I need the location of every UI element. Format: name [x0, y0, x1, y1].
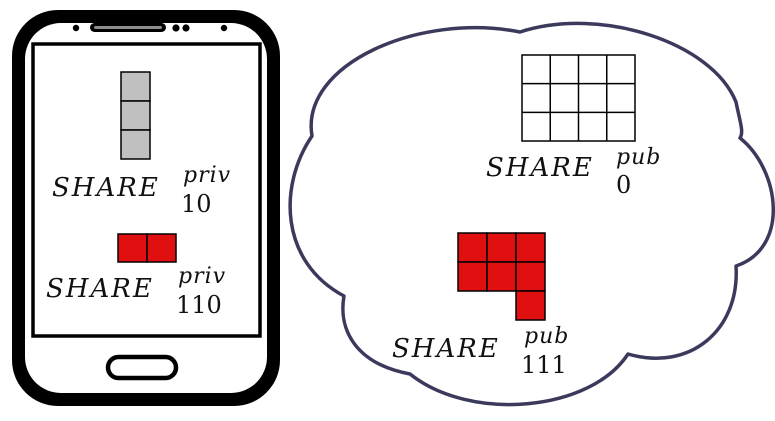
block-cell — [120, 71, 151, 102]
public-share-grid-empty — [521, 54, 636, 142]
private-share-block-red — [117, 233, 177, 263]
block-cell — [117, 233, 148, 263]
phone-screen — [31, 42, 262, 338]
share-base-text: SHARE — [486, 153, 594, 183]
phone-camera-dot — [182, 24, 190, 32]
block-cell — [515, 261, 546, 292]
phone-camera-dot — [172, 24, 180, 32]
share-superscript: pub — [616, 145, 661, 170]
label-share-priv-10: SHARE priv 10 — [52, 163, 231, 218]
block-cell — [486, 232, 517, 263]
share-subscript: 0 — [616, 171, 631, 199]
share-superscript: priv — [178, 264, 226, 289]
share-subscript: 10 — [181, 190, 212, 218]
share-subscript: 110 — [176, 291, 222, 319]
block-cell — [146, 233, 177, 263]
cloud-icon — [288, 21, 775, 407]
share-base-text: SHARE — [52, 173, 160, 203]
private-share-block-gray — [120, 71, 151, 160]
block-cell — [515, 232, 546, 263]
label-share-pub-0: SHARE pub 0 — [486, 145, 661, 199]
phone-sensor-dot — [72, 24, 80, 32]
label-share-pub-111: SHARE pub 111 — [392, 324, 569, 379]
block-cell — [120, 100, 151, 131]
block-cell — [457, 232, 488, 263]
block-cell — [120, 129, 151, 160]
block-cell — [486, 261, 517, 292]
smartphone-icon — [12, 10, 280, 406]
share-base-text: SHARE — [46, 274, 154, 304]
share-subscript: 111 — [521, 351, 567, 379]
public-share-block-red — [457, 232, 546, 321]
share-base-text: SHARE — [392, 334, 500, 364]
label-share-priv-110: SHARE priv 110 — [46, 264, 226, 319]
share-superscript: pub — [524, 324, 569, 349]
phone-home-button — [105, 354, 179, 381]
share-superscript: priv — [183, 163, 231, 188]
phone-bezel — [25, 23, 267, 393]
block-cell — [515, 290, 546, 321]
block-cell — [457, 261, 488, 292]
phone-sensor-dot — [220, 24, 228, 32]
